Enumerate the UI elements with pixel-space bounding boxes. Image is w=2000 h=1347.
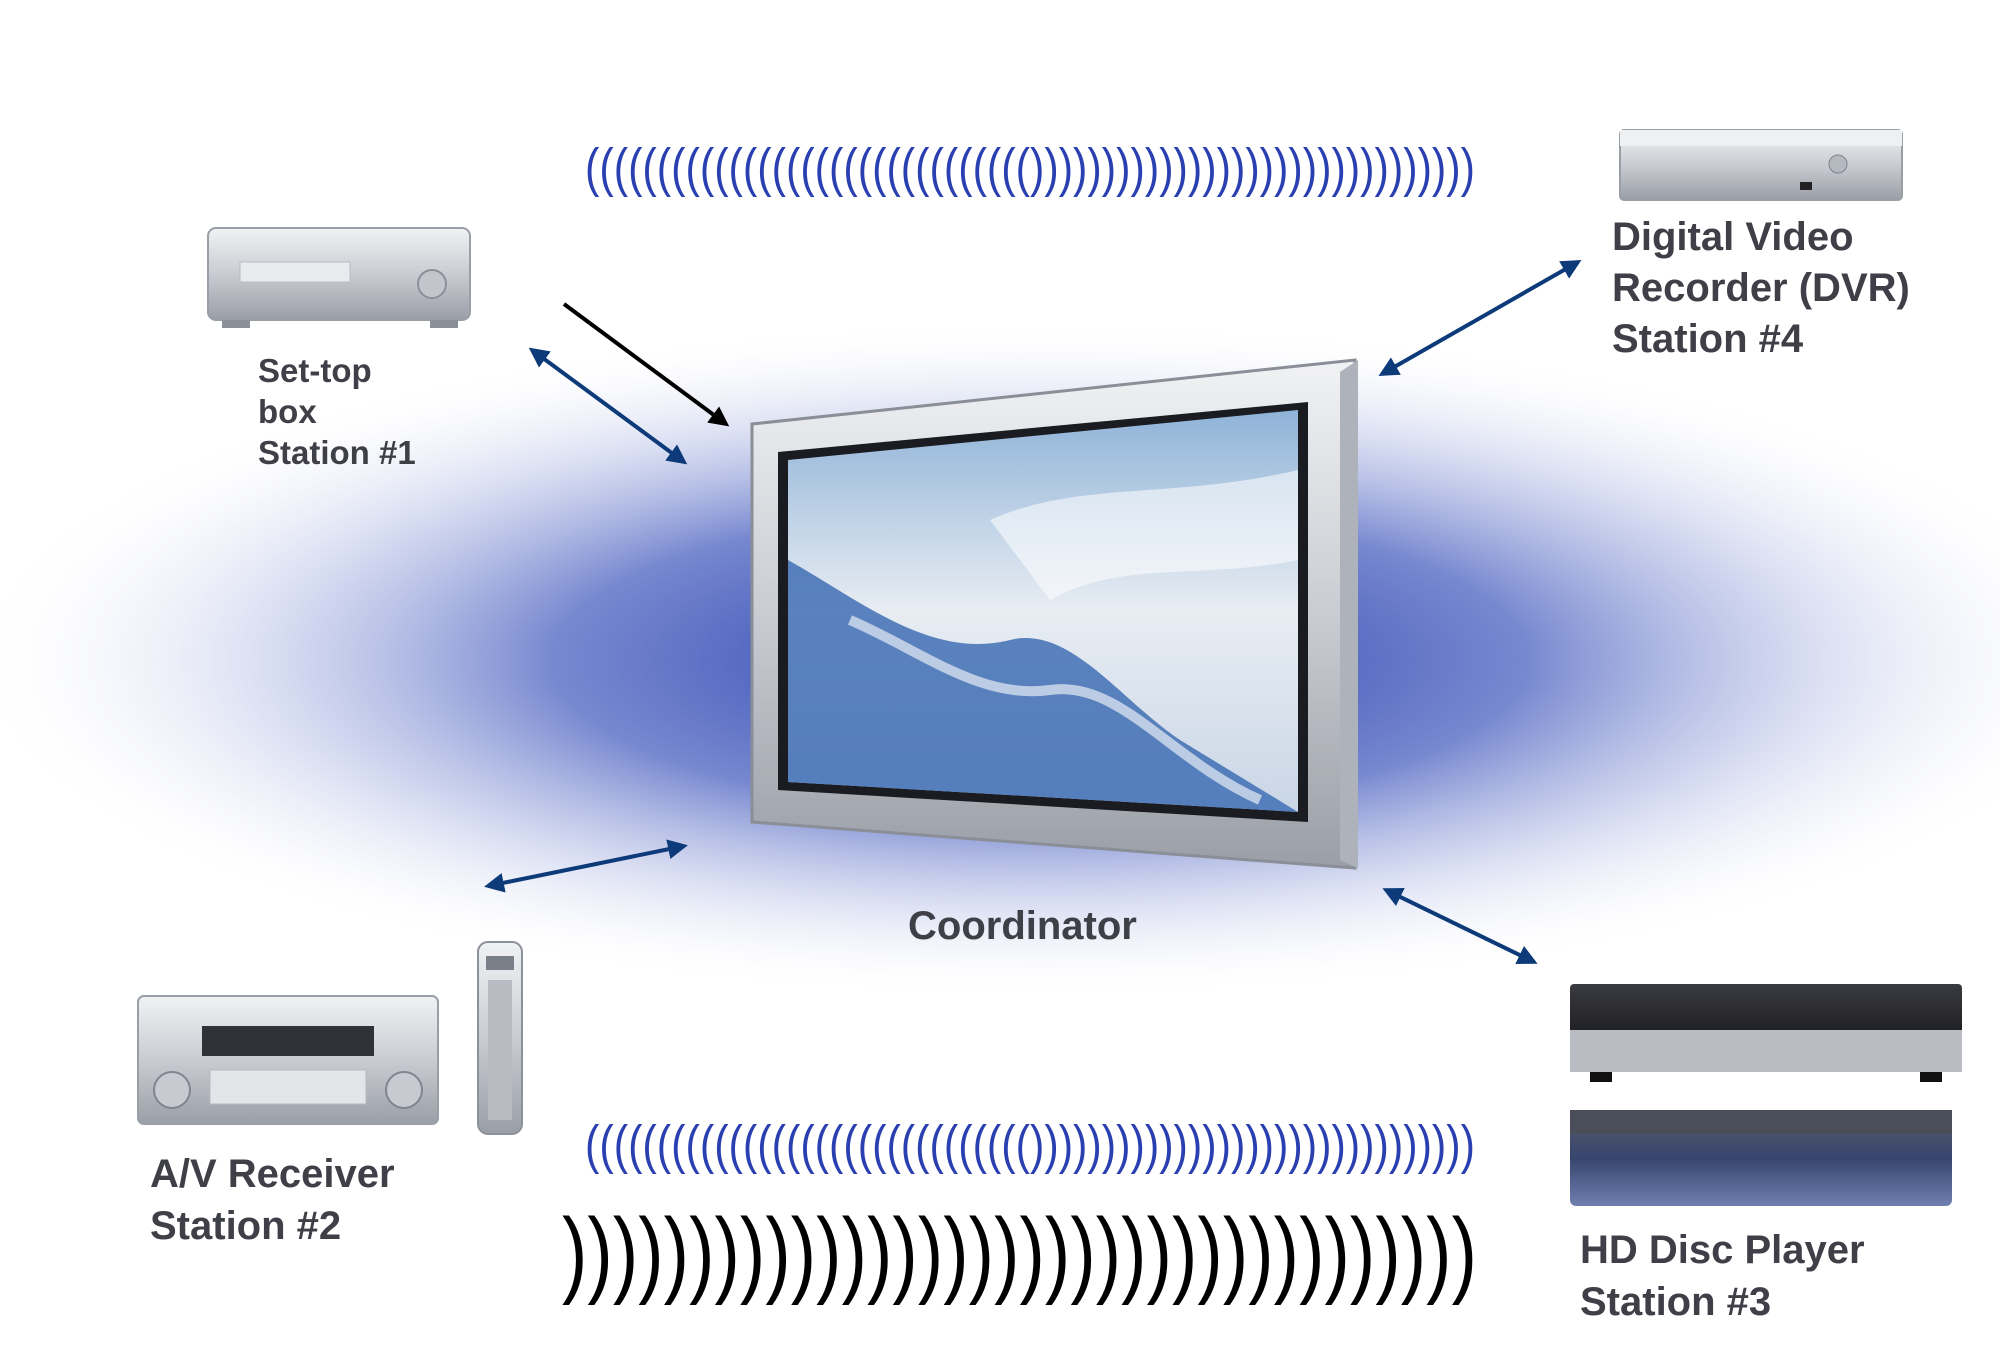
dvr-label-line-3: Station #4: [1612, 317, 1804, 361]
signal-wave-bottom: ((((((((((((((((((((((((((((((()))))))))…: [585, 1115, 1475, 1175]
set-top-box-label-line-2: box: [258, 393, 317, 430]
dvr-label: Digital Video Recorder (DVR) Station #4: [1612, 212, 1910, 365]
av-receiver-label-line-2: Station #2: [150, 1204, 342, 1248]
signal-wave-outgoing: )))))))))))))))))))))))))))))))))))): [562, 1199, 1477, 1306]
av-receiver-label-line-1: A/V Receiver: [150, 1152, 395, 1196]
set-top-box-label: Set-top box Station #1: [258, 350, 416, 473]
av-receiver-device: [137, 995, 439, 1125]
hd-disc-player-device: [1570, 984, 1962, 1206]
set-top-box-label-line-1: Set-top: [258, 352, 372, 389]
dvr-device: [1619, 129, 1903, 201]
hd-disc-player-label-line-1: HD Disc Player: [1580, 1228, 1865, 1272]
link-station4-coordinator: [1378, 260, 1582, 376]
link-station2-coordinator: [484, 839, 688, 893]
signal-wave-top: ((((((((((((((((((((((((((((((()))))))))…: [585, 138, 1475, 198]
av-receiver-label: A/V Receiver Station #2: [150, 1148, 395, 1252]
link-station3-coordinator: [1382, 888, 1538, 964]
link-station1-coordinator: [528, 347, 688, 465]
hd-disc-player-label: HD Disc Player Station #3: [1580, 1224, 1865, 1328]
coordinator-label: Coordinator: [908, 904, 1137, 948]
set-top-box-device: [207, 227, 471, 328]
hd-disc-player-label-line-2: Station #3: [1580, 1280, 1772, 1324]
dvr-label-line-2: Recorder (DVR): [1612, 266, 1910, 310]
remote-control: [477, 941, 523, 1135]
set-top-box-label-line-3: Station #1: [258, 434, 416, 471]
dvr-label-line-1: Digital Video: [1612, 215, 1854, 259]
coordinator-tv: [750, 358, 1358, 870]
